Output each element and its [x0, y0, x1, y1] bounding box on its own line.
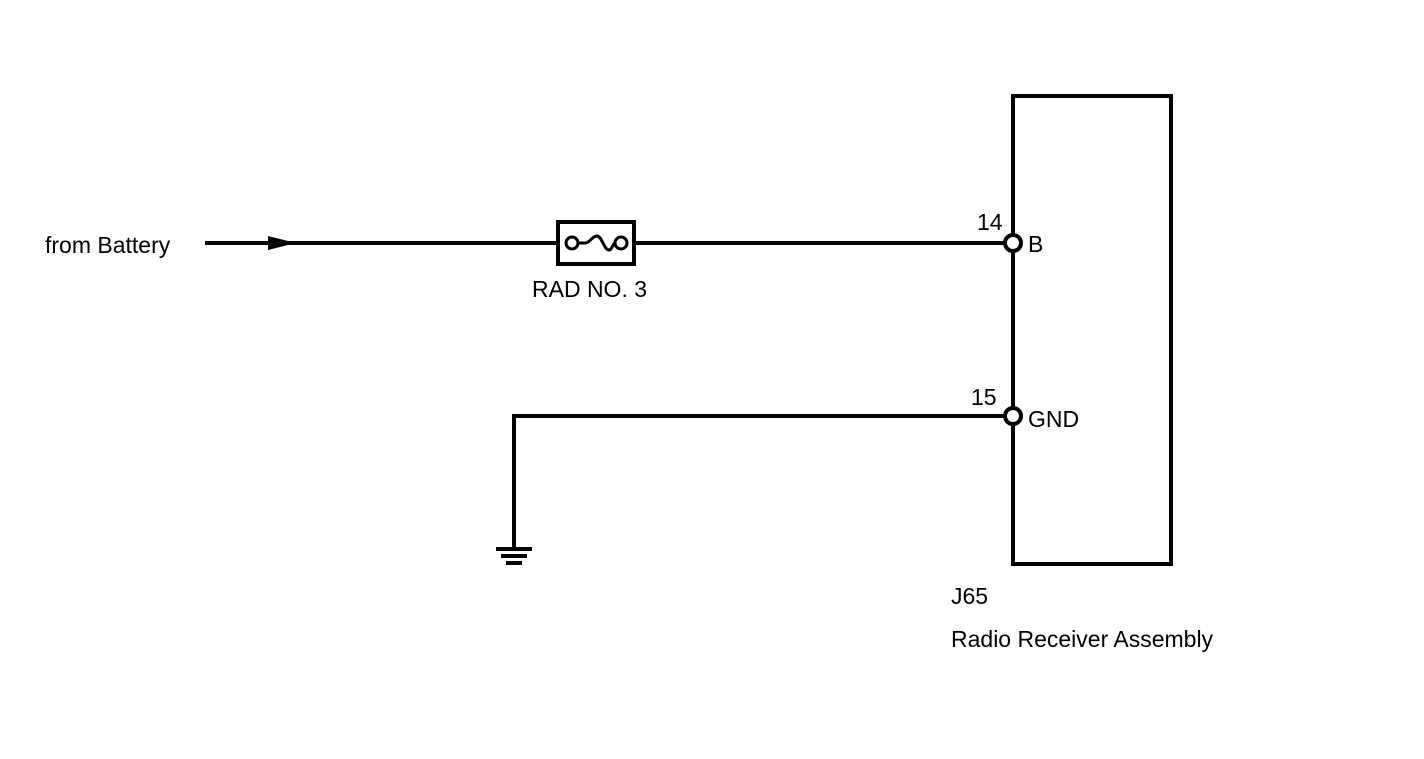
- fuse-element-icon: [578, 234, 616, 252]
- ground-circuit: [496, 414, 1005, 565]
- fuse-label: RAD NO. 3: [532, 276, 647, 302]
- pin-14: 14 B: [977, 209, 1043, 257]
- component-box: [1011, 94, 1173, 566]
- fuse-rad-no-3: RAD NO. 3: [532, 220, 647, 302]
- battery-source-label: from Battery: [45, 232, 171, 258]
- battery-feed: from Battery: [45, 232, 558, 258]
- radio-receiver-assembly: 14 B 15 GND J65 Radio Receiver Assembly: [951, 94, 1214, 652]
- pin-14-terminal-icon: [1003, 233, 1023, 253]
- ground-wire: [512, 414, 1005, 548]
- component-code: J65: [951, 583, 988, 609]
- pin-15-name: GND: [1028, 406, 1079, 432]
- pin-14-number: 14: [977, 209, 1003, 235]
- ground-icon: [496, 547, 532, 565]
- component-name: Radio Receiver Assembly: [951, 626, 1214, 652]
- pin-15: 15 GND: [971, 384, 1079, 432]
- pin-15-number: 15: [971, 384, 997, 410]
- current-direction-arrow-icon: [268, 236, 296, 250]
- pin-15-terminal-icon: [1003, 406, 1023, 426]
- fuse-terminal-left: [564, 235, 580, 251]
- fuse-terminal-right: [613, 235, 629, 251]
- pin-14-name: B: [1028, 231, 1043, 257]
